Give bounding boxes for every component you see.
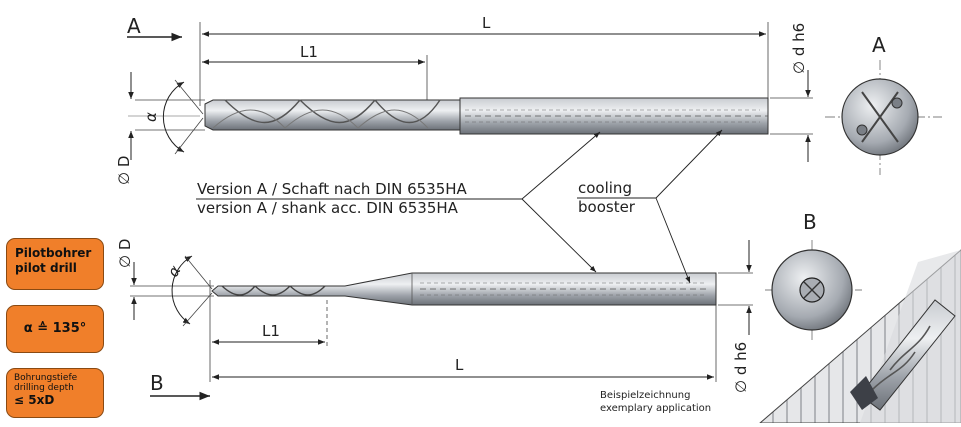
example-note-line1: Beispielzeichnung bbox=[600, 390, 690, 401]
dim-a-L1: L1 bbox=[300, 43, 318, 61]
section-a-letter: A bbox=[872, 33, 886, 57]
pilot-badge-line2: pilot drill bbox=[15, 261, 77, 275]
depth-badge-value: ≤ 5xD bbox=[14, 393, 55, 407]
dim-a-L: L bbox=[482, 14, 491, 32]
pilot-drill-badge: Pilotbohrer pilot drill bbox=[6, 238, 104, 290]
dim-a-D: ∅ D bbox=[115, 156, 133, 185]
drill-a: A L L1 ∅ D α ∅ d h6 bbox=[115, 14, 813, 185]
callout-booster: booster bbox=[578, 198, 636, 216]
callout-version-en: version A / shank acc. DIN 6535HA bbox=[197, 199, 459, 217]
dim-b-D: ∅ D bbox=[116, 239, 134, 268]
example-note-line2: exemplary application bbox=[600, 403, 711, 414]
depth-badge-line2: drilling depth bbox=[14, 383, 74, 393]
dim-b-d: ∅ d h6 bbox=[732, 342, 750, 393]
dim-a-alpha: α bbox=[142, 112, 160, 122]
view-a-letter: A bbox=[127, 14, 141, 38]
callout-cooling: cooling bbox=[578, 179, 632, 197]
depth-badge-line1: Bohrungstiefe bbox=[14, 373, 78, 383]
callouts: Version A / Schaft nach DIN 6535HA versi… bbox=[196, 129, 723, 284]
drilling-depth-badge: Bohrungstiefe drilling depth ≤ 5xD bbox=[6, 368, 104, 418]
view-b-letter: B bbox=[150, 371, 164, 395]
drill-b: L L1 ∅ D α ∅ d h6 B bbox=[116, 239, 753, 401]
dim-a-d: ∅ d h6 bbox=[790, 23, 808, 74]
section-a-view: A bbox=[825, 33, 942, 175]
callout-version-de: Version A / Schaft nach DIN 6535HA bbox=[197, 180, 468, 198]
example-application-image bbox=[758, 249, 961, 424]
pilot-badge-line1: Pilotbohrer bbox=[15, 246, 92, 260]
angle-badge: α ≙ 135° bbox=[6, 305, 104, 353]
dim-b-L1: L1 bbox=[262, 322, 280, 340]
dim-b-L: L bbox=[455, 356, 464, 374]
section-b-letter: B bbox=[803, 210, 817, 234]
section-b-view: B bbox=[765, 210, 862, 340]
